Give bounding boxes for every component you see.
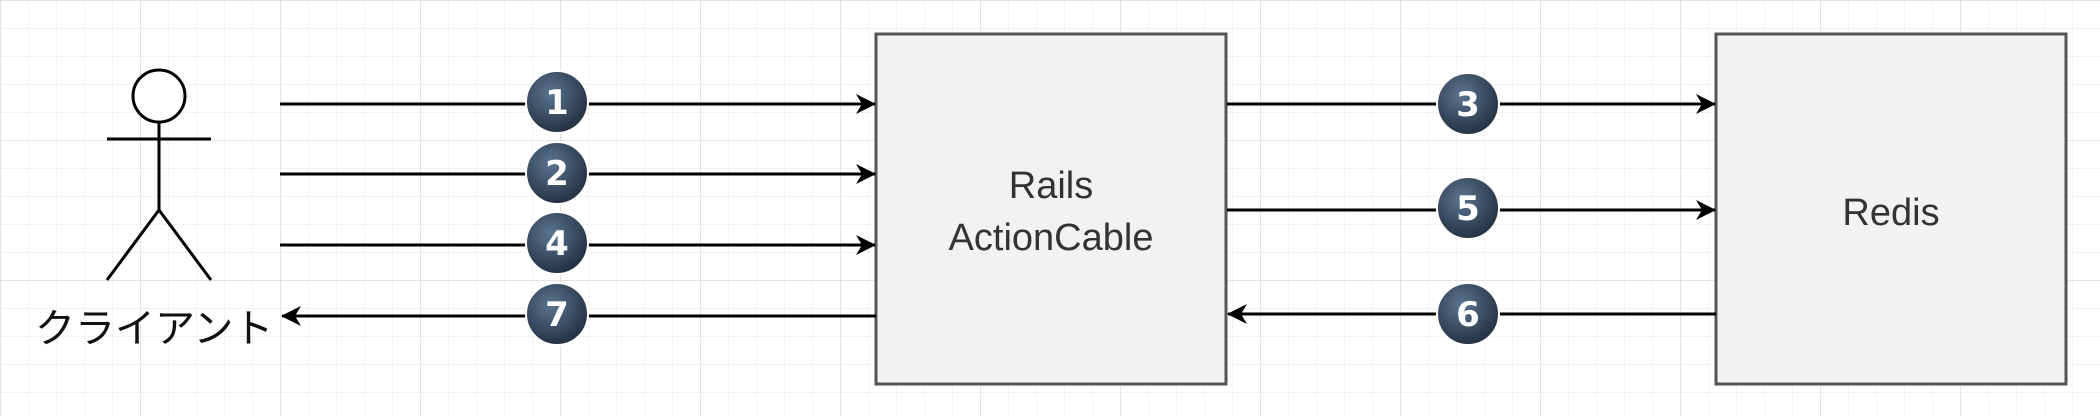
step-badge-3: 3 [1436,72,1500,136]
step-badge-label: 1 [545,83,569,123]
actor-left-leg [105,209,161,281]
actor-label: クライアント [35,306,273,352]
step-badge-4: 4 [525,211,589,275]
step-badge-2: 2 [525,141,589,205]
redis-node: Redis [1714,32,2068,386]
step-badge-label: 7 [545,295,569,335]
actor-head [131,68,187,124]
rails-actioncable-node: Rails ActionCable [874,32,1228,386]
step-badge-6: 6 [1436,282,1500,346]
rails-box [874,32,1228,386]
step-badge-label: 3 [1456,85,1480,125]
step-badge-1: 1 [525,70,589,134]
step-badge-5: 5 [1436,176,1500,240]
redis-label: Redis [1842,192,1939,234]
step-badge-label: 6 [1456,295,1480,335]
step-badge-label: 5 [1456,189,1480,229]
redis-box [1714,32,2068,386]
rails-label-line1: Rails [1009,165,1093,207]
rails-label-line2: ActionCable [949,217,1154,259]
step-badge-7: 7 [525,282,589,346]
step-badge-label: 2 [545,154,569,194]
client-actor: クライアント [35,68,273,352]
step-badges: 1 2 3 4 5 6 7 [525,70,1500,346]
step-badge-label: 4 [545,224,569,264]
actor-right-leg [157,209,213,281]
